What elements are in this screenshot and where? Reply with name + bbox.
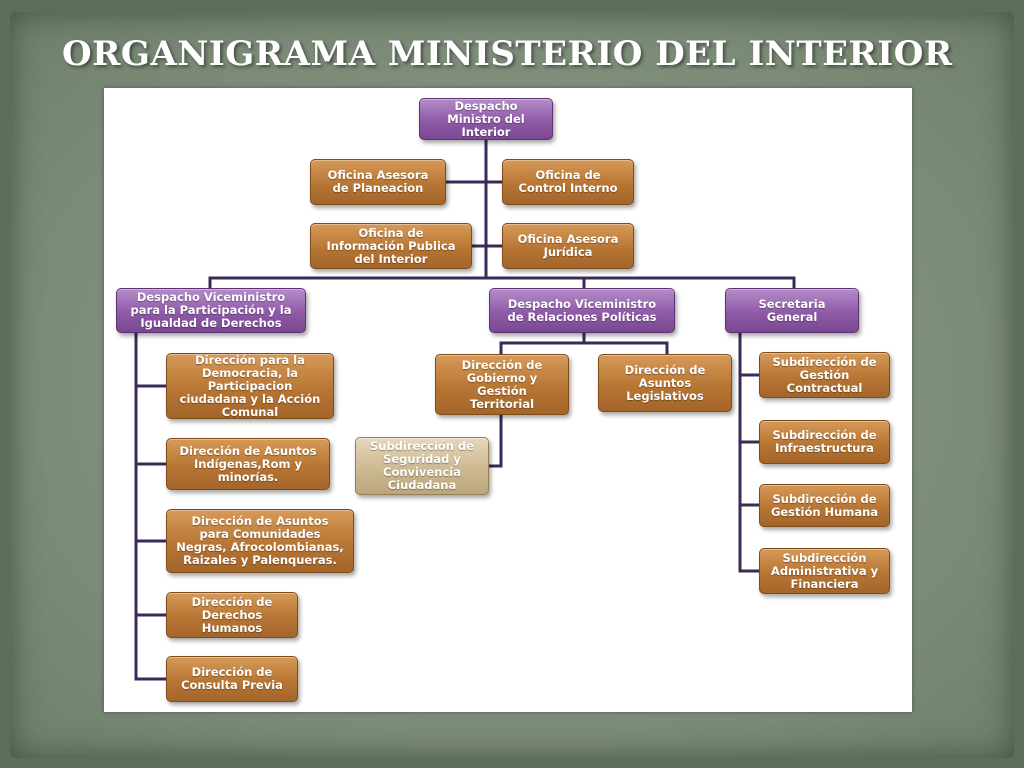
node-subdireccion-administrativa: Subdirección Administrativa y Financiera: [759, 548, 890, 594]
node-oficina-juridica: Oficina Asesora Jurídica: [502, 223, 634, 269]
node-direccion-consulta-previa: Dirección de Consulta Previa: [166, 656, 298, 702]
node-vice-participacion: Despacho Viceministro para la Participac…: [116, 288, 306, 333]
connector-gobierno-down: [487, 413, 503, 468]
node-direccion-democracia: Dirección para la Democracia, la Partici…: [166, 353, 334, 419]
node-vice-relaciones: Despacho Viceministro de Relaciones Polí…: [489, 288, 675, 333]
node-direccion-asuntos-legislativos: Dirección de Asuntos Legislativos: [598, 354, 732, 412]
node-subdireccion-gestion-humana: Subdirección de Gestión Humana: [759, 484, 890, 527]
org-chart-canvas: Despacho Ministro del Interior Oficina A…: [104, 88, 912, 712]
node-oficina-informacion-publica: Oficina de Información Publica del Inter…: [310, 223, 472, 269]
node-subdireccion-infraestructura: Subdirección de Infraestructura: [759, 420, 890, 464]
node-secretaria-general: Secretaria General: [725, 288, 859, 333]
node-direccion-indigenas: Dirección de Asuntos Indígenas,Rom y min…: [166, 438, 330, 490]
node-subdireccion-contractual: Subdirección de Gestión Contractual: [759, 352, 890, 398]
node-direccion-comunidades-negras: Dirección de Asuntos para Comunidades Ne…: [166, 509, 354, 573]
slide-title: ORGANIGRAMA MINISTERIO DEL INTERIOR: [62, 34, 953, 74]
org-chart-connectors: [134, 138, 796, 681]
node-despacho-ministro: Despacho Ministro del Interior: [419, 98, 553, 140]
node-oficina-control-interno: Oficina de Control Interno: [502, 159, 634, 205]
node-oficina-planeacion: Oficina Asesora de Planeacion: [310, 159, 446, 205]
node-direccion-derechos-humanos: Dirección de Derechos Humanos: [166, 592, 298, 638]
node-direccion-gobierno: Dirección de Gobierno y Gestión Territor…: [435, 354, 569, 415]
node-subdireccion-seguridad: Subdirección de Seguridad y Convivencia …: [355, 437, 489, 495]
